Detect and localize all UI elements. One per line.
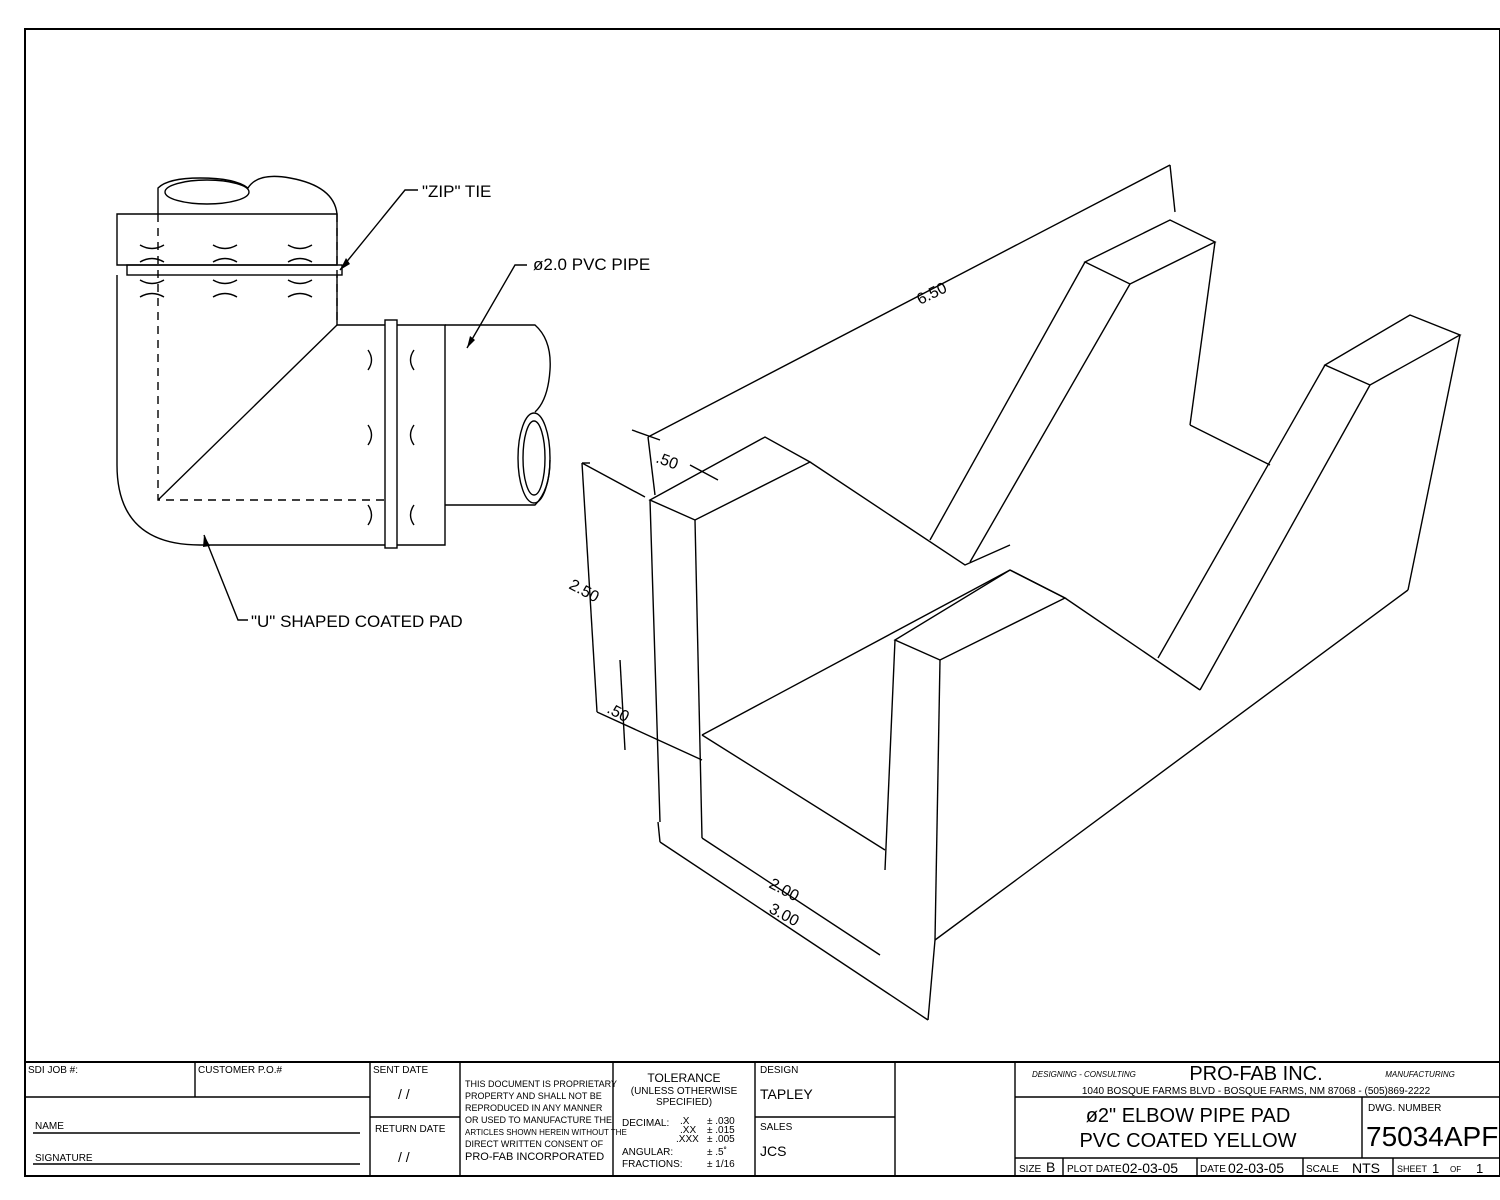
dim-base-thickness: .50 [604, 701, 632, 726]
dwg-number: 75034APF [1366, 1121, 1498, 1152]
sales-label: SALES [760, 1122, 793, 1133]
designing-consulting: DESIGNING - CONSULTING [1032, 1070, 1136, 1079]
scale-value: NTS [1352, 1160, 1380, 1176]
pipe-opening-inner [522, 420, 546, 496]
horizontal-pipe-bottom [445, 459, 551, 506]
sdi-job-label: SDI JOB #: [28, 1065, 78, 1076]
horizontal-pipe-top [445, 324, 551, 413]
pad-body-outline [116, 275, 385, 546]
pad-upper-band [116, 213, 338, 266]
dwg-number-label: DWG. NUMBER [1368, 1103, 1441, 1114]
pad-side-band [397, 324, 446, 546]
tol-xx-value: ± .015 [707, 1125, 735, 1136]
hidden-pipe-lines [157, 214, 388, 501]
manufacturing-label: MANUFACTURING [1385, 1070, 1455, 1079]
date-value: 02-03-05 [1228, 1160, 1284, 1176]
u-pad-leader [203, 534, 248, 621]
title-block [24, 1061, 1500, 1177]
name-label: NAME [35, 1121, 64, 1132]
decimal-label: DECIMAL: [622, 1118, 669, 1129]
fractions-value: ± 1/16 [707, 1159, 735, 1170]
dim-top-width: .50 [654, 450, 681, 474]
angular-label: ANGULAR: [622, 1147, 673, 1158]
angular-value: ± .5˚ [707, 1146, 727, 1158]
zip-tie-leader [339, 189, 418, 271]
return-date-value: / / [398, 1149, 410, 1165]
arrowhead-icon [203, 535, 210, 547]
tolerance-sub2: SPECIFIED) [656, 1097, 712, 1108]
tol-x-value: ± .030 [707, 1116, 735, 1127]
scale-label: SCALE [1306, 1164, 1339, 1175]
sent-date-value: / / [398, 1086, 410, 1102]
plot-date-label: PLOT DATE [1067, 1164, 1122, 1175]
sheet-label: SHEET [1397, 1164, 1428, 1174]
proprietary-line: DIRECT WRITTEN CONSENT OF [465, 1139, 604, 1149]
dim-outer-width: 3.00 [766, 901, 802, 931]
pipe-opening-side [517, 412, 551, 504]
size-value: B [1046, 1159, 1055, 1175]
arrowhead-icon [467, 336, 475, 348]
of-label: OF [1450, 1165, 1461, 1174]
proprietary-line: THIS DOCUMENT IS PROPRIETARY [465, 1079, 617, 1089]
tol-xx: .XX [680, 1125, 696, 1136]
proprietary-line: OR USED TO MANUFACTURE THE [465, 1115, 612, 1125]
dim-height: 2.50 [566, 577, 602, 607]
proprietary-line: PROPERTY AND SHALL NOT BE [465, 1091, 602, 1101]
proprietary-line: REPRODUCED IN ANY MANNER [465, 1103, 603, 1113]
tol-x: .X [680, 1116, 690, 1127]
proprietary-line: ARTICLES SHOWN HEREIN WITHOUT THE [465, 1128, 627, 1137]
return-date-label: RETURN DATE [375, 1124, 446, 1135]
vertical-pipe-stub [157, 175, 338, 215]
dim-length: 6.50 [914, 280, 950, 309]
tol-xxx-value: ± .005 [707, 1134, 735, 1145]
label-zip-tie: "ZIP" TIE [422, 182, 491, 201]
label-u-pad: "U" SHAPED COATED PAD [251, 612, 463, 631]
arrowhead-icon [340, 258, 350, 270]
pad-body-top [336, 275, 385, 326]
tolerance-heading: TOLERANCE [647, 1071, 720, 1085]
fractions-label: FRACTIONS: [622, 1159, 683, 1170]
drawing-title-1: ø2" ELBOW PIPE PAD [1086, 1105, 1291, 1127]
company-address: 1040 BOSQUE FARMS BLVD - BOSQUE FARMS, N… [1082, 1086, 1431, 1097]
design-value: TAPLEY [760, 1086, 813, 1102]
pvc-pipe-leader [466, 264, 527, 349]
company-name: PRO-FAB INC. [1189, 1063, 1322, 1085]
sheet-border [24, 28, 1500, 1177]
customer-po-label: CUSTOMER P.O.# [198, 1065, 283, 1076]
iso-dimension-lines [581, 164, 1176, 1021]
of-value: 1 [1476, 1161, 1483, 1176]
design-label: DESIGN [760, 1065, 798, 1076]
proprietary-line: PRO-FAB INCORPORATED [465, 1151, 604, 1163]
label-pvc-pipe: ø2.0 PVC PIPE [533, 255, 650, 274]
elbow-pipe-view [116, 175, 551, 621]
stitch-marks [139, 244, 415, 526]
sent-date-label: SENT DATE [373, 1065, 429, 1076]
pipe-opening-top [164, 179, 250, 205]
drawing-title-2: PVC COATED YELLOW [1079, 1130, 1296, 1152]
tolerance-sub1: (UNLESS OTHERWISE [631, 1086, 738, 1097]
size-label: SIZE [1019, 1164, 1042, 1175]
elbow-seam [157, 324, 338, 501]
isometric-pad-view [648, 219, 1462, 941]
zip-tie-top [126, 264, 343, 276]
zip-tie-side [384, 319, 398, 549]
signature-label: SIGNATURE [35, 1153, 93, 1164]
date-label: DATE [1200, 1164, 1226, 1175]
plot-date-value: 02-03-05 [1122, 1160, 1178, 1176]
tol-xxx: .XXX [676, 1134, 699, 1145]
sheet-value: 1 [1432, 1161, 1439, 1176]
sales-value: JCS [760, 1143, 786, 1159]
